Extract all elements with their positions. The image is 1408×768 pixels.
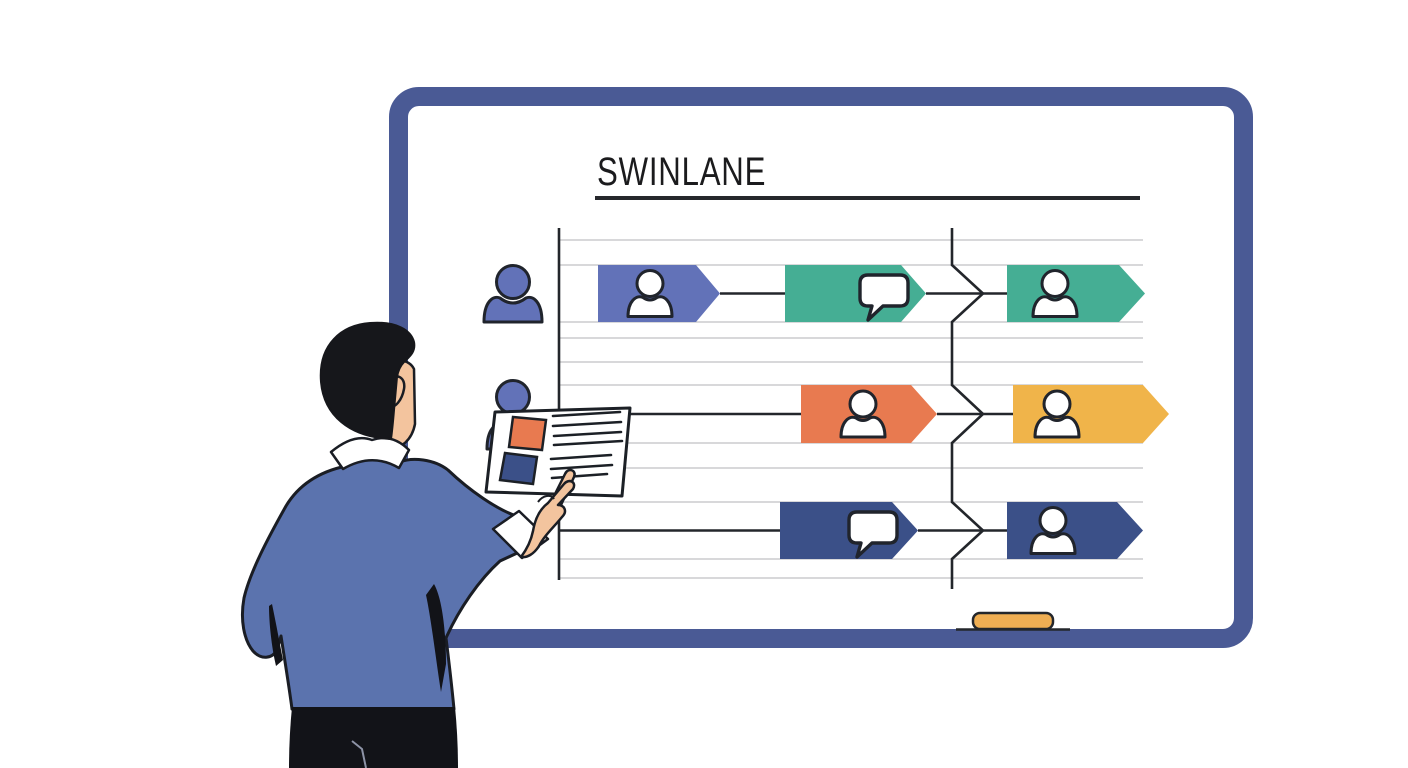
presenter-pants: [289, 707, 458, 768]
speech-bubble-icon: [847, 510, 899, 559]
presenter-jacket: [240, 454, 530, 711]
card-sheet: [484, 406, 632, 498]
pants-seam: [351, 740, 367, 768]
shirt-collar: [329, 436, 411, 471]
clipboard-card: [484, 406, 632, 498]
presenter-hand: [519, 468, 576, 559]
person-icon: [839, 389, 887, 439]
board-title: SWINLANE: [597, 150, 814, 195]
person-icon: [1029, 506, 1077, 555]
jacket-shadow: [426, 584, 446, 692]
board-title-text: SWINLANE: [597, 150, 767, 194]
whiteboard-marker: [971, 611, 1055, 631]
card-orange-swatch: [507, 415, 548, 452]
title-underline: [595, 196, 1140, 200]
hand-knuckle-line: [537, 494, 555, 503]
actor-person-icon-1: [482, 264, 544, 324]
presenter-hair: [319, 321, 416, 440]
card-navy-swatch: [498, 451, 539, 486]
person-icon: [626, 269, 674, 318]
person-icon: [1033, 389, 1081, 439]
person-icon: [1031, 269, 1079, 318]
speech-bubble-icon: [858, 273, 910, 322]
card-text-lines: [549, 410, 624, 480]
jacket-shadow: [269, 604, 283, 666]
